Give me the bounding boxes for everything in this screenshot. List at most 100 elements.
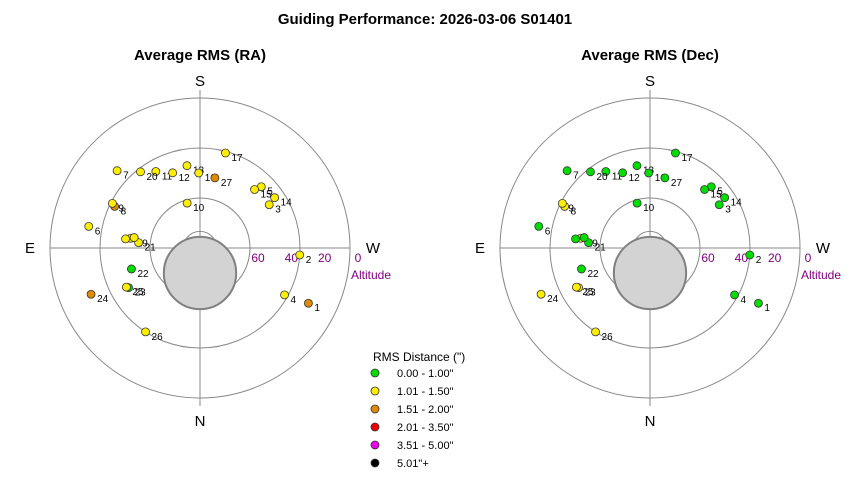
target-point [112,166,122,176]
target-label: 5 [717,187,723,198]
target-point [107,198,117,208]
legend-item-label: 5.01"+ [397,458,429,470]
target-point [660,173,670,183]
target-label: 2 [756,255,762,266]
target-point [557,198,567,208]
target-label: 24 [547,294,559,305]
target-point [730,290,739,300]
target-point [151,167,161,176]
target-label: 21 [595,243,607,254]
target-label: 16 [655,173,667,184]
target-point [182,161,192,171]
target-label: 27 [671,178,683,189]
target-point [644,168,654,178]
target-point [210,173,220,183]
moon-disk [612,235,688,311]
target-point [671,148,680,158]
altitude-tick-label: 0 [805,251,812,265]
target-point [84,221,94,231]
target-label: 17 [681,153,693,164]
direction-label-south: S [195,73,205,90]
target-label: 6 [545,226,551,237]
target-label: 15 [711,189,723,200]
direction-label-west: W [366,240,381,257]
target-point [168,168,178,178]
target-label: 11 [612,172,623,183]
target-point [136,167,145,177]
altitude-tick-label: 40 [735,251,749,265]
target-point [754,298,763,308]
target-point [745,250,755,260]
chart-title: Guiding Performance: 2026-03-06 S01401 [278,11,572,28]
legend: RMS Distance (")0.00 - 1.00"1.01 - 1.50"… [370,350,465,470]
target-point [571,234,580,244]
target-label: 10 [193,203,205,214]
altitude-tick-label: 20 [318,251,332,265]
panel-title: Average RMS (Dec) [581,47,719,64]
target-label: 14 [281,198,293,209]
legend-title: RMS Distance (") [373,350,465,364]
target-point [618,168,628,178]
altitude-tick-label: 40 [285,251,299,265]
target-label: 7 [123,171,129,182]
target-point [221,148,230,158]
sky-plot-panel: Average RMS (RA)SNEW806040200Altitude123… [25,47,391,430]
legend-swatch [370,404,380,414]
target-label: 1 [314,303,320,314]
legend-swatch [370,386,380,396]
target-point [579,233,589,242]
target-point [304,298,313,308]
target-point [270,193,280,203]
legend-swatch [370,422,380,432]
legend-item-label: 1.01 - 1.50" [397,386,454,398]
target-label: 15 [261,189,273,200]
target-label: 5 [267,187,273,198]
target-point [720,193,730,203]
altitude-tick-label: 60 [701,251,715,265]
target-point [121,234,130,244]
target-label: 11 [162,172,173,183]
direction-label-north: N [195,413,206,430]
legend-swatch [370,458,380,468]
target-point [534,221,544,231]
target-point [700,185,709,194]
legend-item-label: 1.51 - 2.00" [397,404,454,416]
altitude-axis-label: Altitude [801,268,841,282]
target-label: 12 [179,173,191,184]
target-label: 9 [118,203,124,214]
target-label: 8 [121,206,127,217]
direction-label-east: E [475,240,485,257]
target-label: 24 [97,294,109,305]
target-label: 20 [146,172,158,183]
target-label: 25 [582,287,594,298]
panel-title: Average RMS (RA) [134,47,266,64]
target-label: 27 [221,178,233,189]
moon-disk [162,235,238,311]
target-label: 4 [741,295,747,306]
legend-swatch [370,368,380,378]
target-label: 21 [145,243,157,254]
target-label: 9 [568,203,574,214]
target-point [122,282,131,292]
target-label: 3 [275,205,281,216]
target-point [536,289,546,299]
target-label: 7 [573,171,579,182]
direction-label-north: N [645,413,656,430]
target-label: 26 [152,332,164,343]
altitude-axis-label: Altitude [351,268,391,282]
target-label: 26 [602,332,614,343]
target-label: 3 [725,205,731,216]
target-label: 4 [291,295,297,306]
altitude-tick-label: 0 [355,251,362,265]
target-point [194,168,204,178]
target-label: 22 [587,269,599,280]
sky-plot-panel: Average RMS (Dec)SNEW806040200Altitude12… [475,47,841,430]
target-point [250,185,259,194]
target-label: 14 [731,198,743,209]
legend-swatch [370,440,380,450]
target-label: 20 [596,172,608,183]
legend-item-label: 3.51 - 5.00" [397,440,454,452]
target-label: 6 [95,226,101,237]
target-point [295,250,305,260]
